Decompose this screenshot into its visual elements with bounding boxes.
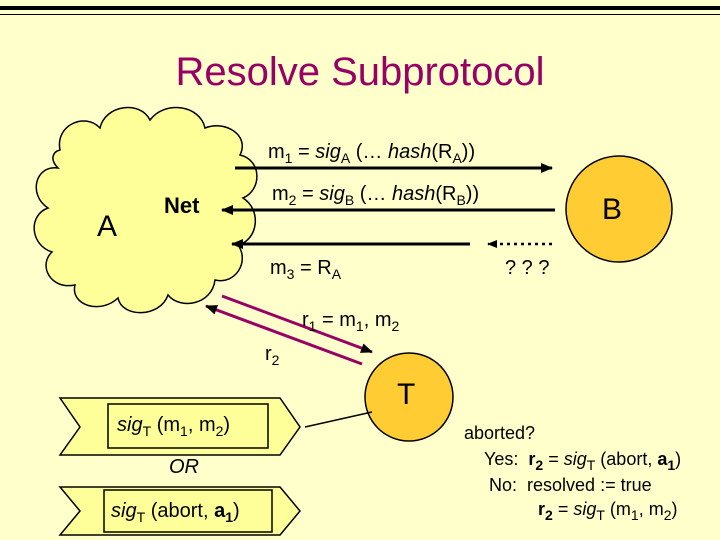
banner-bottom <box>58 486 301 536</box>
party-t-label: T <box>397 378 416 411</box>
or-label: OR <box>169 456 199 478</box>
resolution-no-assign: r2 = sigT (m1, m2) <box>538 499 678 523</box>
banner-top-text: sigT (m1, m2) <box>117 414 231 439</box>
net-cloud <box>33 106 258 314</box>
party-b-label: B <box>602 193 623 226</box>
unknown-label: ? ? ? <box>505 257 550 279</box>
node-t <box>364 352 454 442</box>
resolution-no: No: resolved := true <box>489 475 652 495</box>
top-rule-thin <box>0 14 720 15</box>
m3-label: m3 = RA <box>270 257 342 282</box>
top-rule-thick <box>0 6 720 10</box>
party-net-label: Net <box>164 193 200 218</box>
r1-label: r1 = m1, m2 <box>302 309 400 334</box>
party-a-label: A <box>97 210 118 243</box>
banner-connector <box>304 411 373 428</box>
resolution-yes: Yes: r2 = sigT (abort, a1) <box>484 449 682 473</box>
banner-bottom-text: sigT (abort, a1) <box>111 500 240 525</box>
slide-title: Resolve Subprotocol <box>175 50 545 94</box>
r2-arrow <box>205 304 363 366</box>
r2-label: r2 <box>265 343 280 368</box>
banner-top <box>58 397 301 456</box>
resolution-question: aborted? <box>464 423 536 443</box>
m2-label: m2 = sigB (… hash(RB)) <box>272 183 480 208</box>
m1-label: m1 = sigA (… hash(RA)) <box>268 141 476 166</box>
r1-arrow <box>221 294 373 354</box>
node-b <box>565 155 673 263</box>
